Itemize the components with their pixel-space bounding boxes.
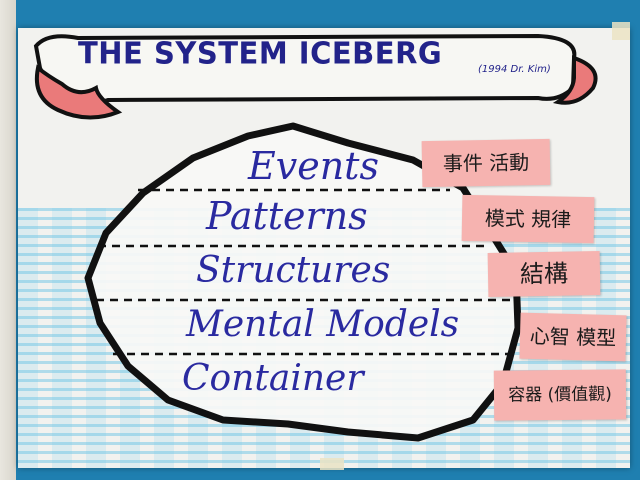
banner-left-curl (35, 64, 123, 120)
banner-right-curl (552, 55, 598, 105)
layer-mental-models: Mental Models (186, 304, 460, 345)
sticky-note-structures: 結構 (487, 251, 601, 297)
sticky-note-container: 容器 (價值觀) (493, 369, 627, 421)
layer-container: Container (182, 358, 364, 399)
sticky-note-mental-models: 心智 模型 (519, 312, 627, 362)
whiteboard-frame (0, 0, 16, 480)
sticky-note-patterns: 模式 規律 (461, 194, 595, 244)
iceberg-drawing (33, 33, 598, 442)
tape-bottom (320, 458, 344, 470)
layer-events: Events (248, 144, 379, 188)
sticky-note-events: 事件 活動 (421, 138, 551, 188)
tape-top-right (612, 22, 630, 40)
poster-credit: (1994 Dr. Kim) (478, 64, 551, 75)
poster-title: THE SYSTEM ICEBERG (78, 35, 443, 71)
layer-structures: Structures (196, 250, 391, 291)
layer-patterns: Patterns (206, 194, 368, 238)
flipchart-paper: THE SYSTEM ICEBERG (1994 Dr. Kim) Events… (18, 28, 630, 468)
